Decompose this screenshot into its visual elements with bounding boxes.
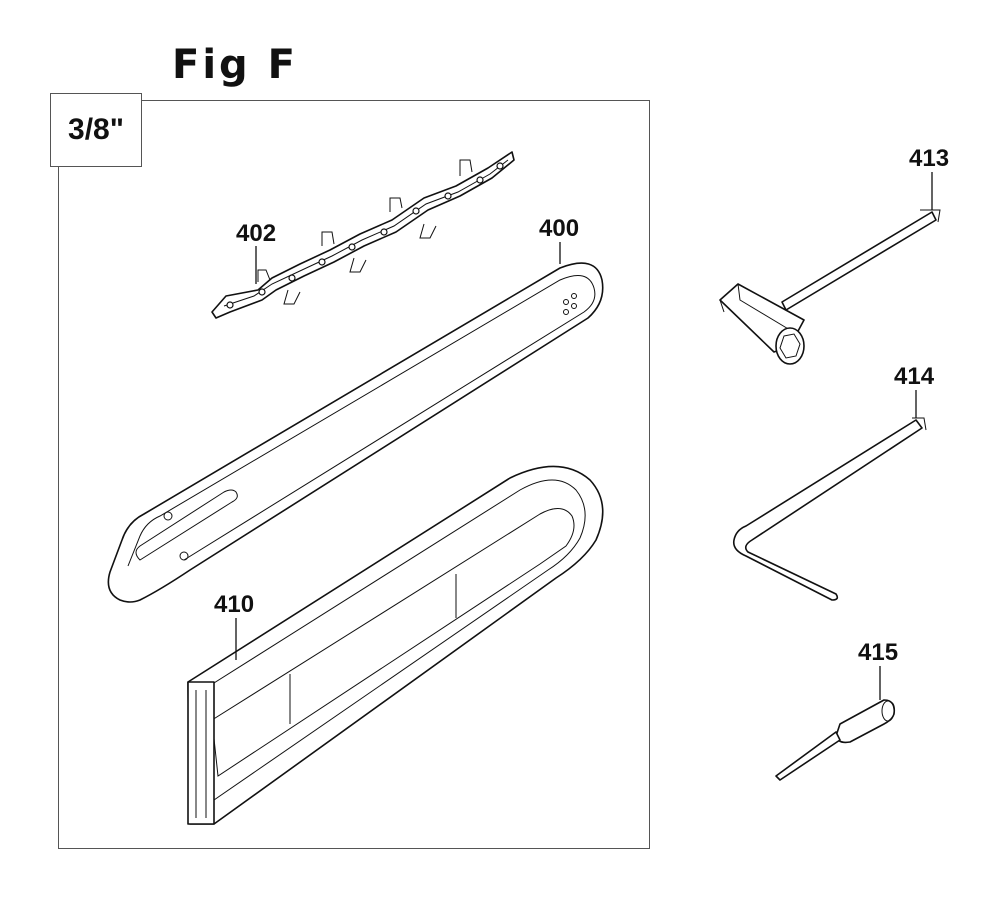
- callout-414: 414: [894, 363, 935, 390]
- callout-400: 400: [539, 215, 579, 242]
- callout-413: 413: [909, 145, 949, 172]
- figure-title: Fig F: [172, 42, 298, 88]
- callout-402: 402: [236, 220, 276, 247]
- screwdriver-415[interactable]: [775, 699, 896, 781]
- combination-wrench-413[interactable]: [719, 209, 941, 365]
- main-panel-frame: [58, 100, 650, 849]
- callout-410: 410: [214, 591, 254, 618]
- bar-cover-410[interactable]: [187, 465, 604, 825]
- hex-key-414[interactable]: [732, 417, 927, 601]
- saw-chain-402[interactable]: [211, 151, 515, 319]
- pitch-badge: 3/8": [50, 93, 142, 167]
- callout-415: 415: [858, 639, 898, 666]
- guide-bar-400[interactable]: [107, 262, 604, 603]
